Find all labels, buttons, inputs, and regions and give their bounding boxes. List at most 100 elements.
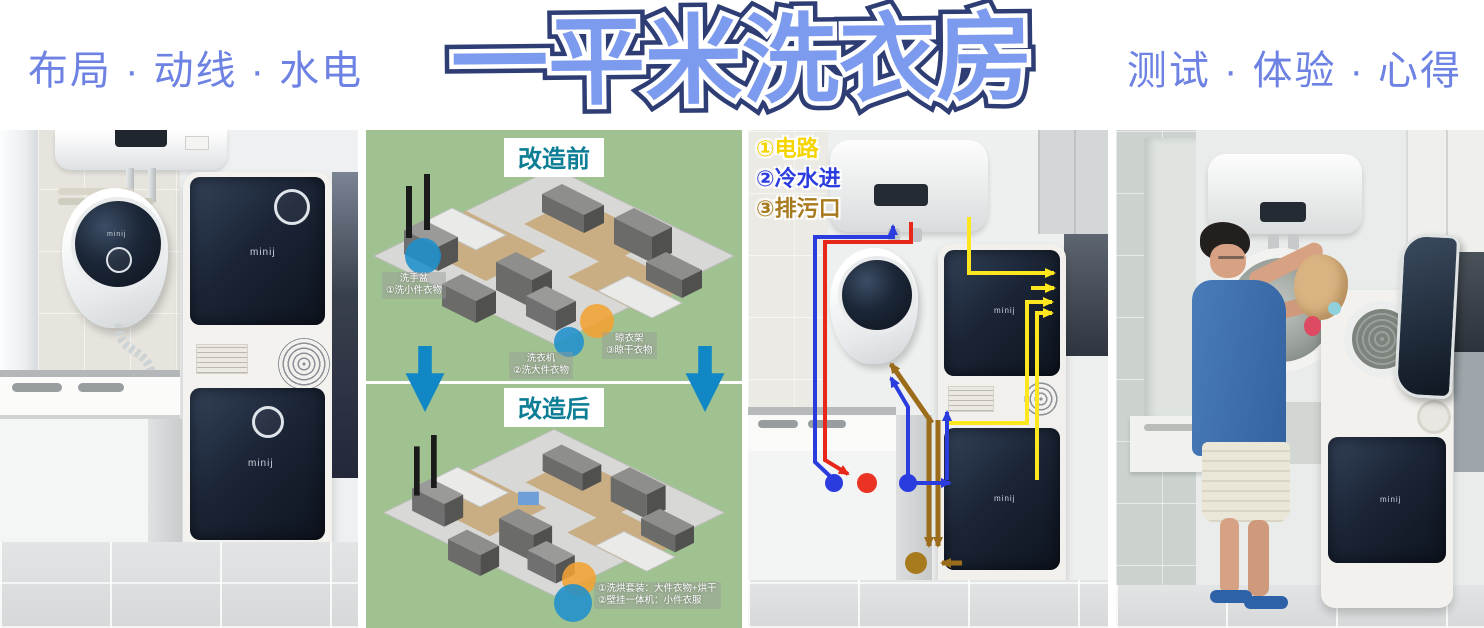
side-panel-lower xyxy=(1454,352,1484,472)
before-label: 改造前 xyxy=(504,138,604,177)
sink-title: 洗手盆 xyxy=(399,273,429,284)
legend-drain: ③排污口 xyxy=(756,196,841,221)
heater-display xyxy=(1260,202,1306,222)
photo-panel-person-loading: minij xyxy=(1116,130,1484,628)
side-mirror-panel xyxy=(1064,234,1108,356)
washer-dial xyxy=(252,406,284,438)
counter-drawers xyxy=(0,377,180,419)
sink-highlight xyxy=(405,238,441,274)
combo-highlight-blue xyxy=(554,584,592,622)
plumbing-annotated-panel: minij minij ①电路 ②冷水进 ③排污口 xyxy=(748,130,1108,628)
plumbing-legend: ①电路 ②冷水进 ③排污口 xyxy=(756,134,841,224)
washer-annotation: 洗衣机 ②洗大件衣物 xyxy=(509,352,574,379)
panel-row: minij minij minij xyxy=(0,130,1484,628)
person-leg xyxy=(1220,518,1239,594)
rack-title: 晾衣架 xyxy=(615,333,644,344)
heater-sticker xyxy=(185,136,209,150)
section-divider xyxy=(366,381,742,384)
vent-grille xyxy=(1024,382,1058,416)
rack-desc: ③晾干衣物 xyxy=(606,345,653,357)
heater-pipe xyxy=(126,168,134,202)
rack-highlight xyxy=(580,304,614,338)
washer-highlight xyxy=(554,327,584,357)
heater-valve xyxy=(1288,234,1299,250)
pipe-routing-overlay xyxy=(813,217,1056,574)
egg-washer-brand: minij xyxy=(107,231,127,238)
counter-drawers xyxy=(748,415,896,451)
counter-top-edge xyxy=(748,407,896,415)
sandal xyxy=(1244,596,1288,609)
counter-top-edge xyxy=(0,370,180,377)
furniture-blocks xyxy=(404,174,702,331)
stacked-washer-dryer: minij minij xyxy=(183,172,332,596)
furniture-blocks xyxy=(412,435,694,584)
egg-washer-dial xyxy=(106,247,132,273)
person-torso-shirt xyxy=(1192,280,1286,456)
washer-brand: minij xyxy=(994,494,1016,503)
cabinet-seam xyxy=(1446,130,1448,262)
left-cabinet xyxy=(0,130,38,374)
hot-water-line xyxy=(823,222,913,476)
hot-water-dot xyxy=(857,473,877,493)
side-mirror-panel xyxy=(1454,252,1484,352)
drawer-handle-slot xyxy=(12,383,62,392)
left-tagline: 布局 · 动线 · 水电 xyxy=(28,49,364,93)
renovation-diagram-panel: 改造前 洗手盆 ①洗小件衣物 晾衣架 ③晾干衣物 洗衣机 ②洗大件衣物 xyxy=(366,130,742,628)
down-arrow-icon xyxy=(405,346,445,413)
egg-washer-door-glass: minij xyxy=(71,197,165,291)
counter-side-panel xyxy=(148,419,182,547)
down-arrow-icon xyxy=(685,346,725,413)
photo-panel-stacked-washer: minij minij minij xyxy=(0,130,358,628)
circuit-lines xyxy=(945,217,1056,480)
after-label: 改造后 xyxy=(504,388,604,427)
sandal xyxy=(1210,590,1252,603)
under-counter-wall xyxy=(748,451,896,581)
cabinet-seam xyxy=(1074,130,1076,234)
water-heater xyxy=(830,140,988,232)
right-tagline: 测试 · 体验 · 心得 xyxy=(1126,49,1462,93)
detergent-cap xyxy=(1417,400,1451,434)
wall-mounted-egg-washer xyxy=(830,248,918,364)
drawer-handle-slot xyxy=(1144,424,1198,431)
floor-tiles xyxy=(748,580,1108,628)
heater-display xyxy=(115,130,167,147)
spec-label xyxy=(948,386,994,412)
person xyxy=(1186,218,1361,628)
cold-water-dot xyxy=(899,474,917,492)
heater-pipe xyxy=(148,168,156,202)
main-title: 一平米洗衣房 一平米洗衣房 一平米洗衣房 xyxy=(412,0,1072,128)
legend-cold-water: ②冷水进 xyxy=(756,166,841,191)
side-mirror-panel xyxy=(332,172,358,478)
glasses xyxy=(1218,256,1244,259)
person-face xyxy=(1210,244,1246,278)
drain-dot xyxy=(905,552,927,574)
cold-water-dot xyxy=(825,474,843,492)
dryer-dial xyxy=(274,189,310,225)
dryer-brand: minij xyxy=(250,247,276,258)
washer-brand: minij xyxy=(1380,495,1402,504)
washer-door: minij xyxy=(944,428,1060,570)
floor-tiles xyxy=(0,542,358,628)
after-line1: ①洗烘套装：大件衣物+烘干 xyxy=(598,583,717,594)
floorplan-after-illustration xyxy=(382,428,726,597)
drawer-handle-slot xyxy=(78,383,124,392)
legend-circuit: ①电路 xyxy=(756,136,819,161)
dryer-door: minij xyxy=(190,177,325,325)
water-heater xyxy=(55,130,227,170)
rack-annotation: 晾衣架 ③晾干衣物 xyxy=(602,332,657,359)
sink-desc: ①洗小件衣物 xyxy=(386,285,443,297)
vent-grille xyxy=(278,338,330,390)
water-heater xyxy=(1208,154,1362,234)
under-counter-wall xyxy=(0,419,152,545)
header: 布局 · 动线 · 水电 一平米洗衣房 一平米洗衣房 一平米洗衣房 测试 · 体… xyxy=(0,0,1484,130)
wall-niche xyxy=(1144,138,1196,422)
washer-brand: minij xyxy=(248,458,274,469)
washer-desc: ②洗大件衣物 xyxy=(513,365,570,377)
light-garment xyxy=(1328,302,1341,315)
main-title-fill: 一平米洗衣房 xyxy=(450,2,1034,119)
wall-mounted-egg-washer: minij xyxy=(62,188,168,328)
heater-display xyxy=(874,184,928,206)
after-annotation: ①洗烘套装：大件衣物+烘干 ②壁挂一体机：小件衣服 xyxy=(594,582,721,609)
heater-valve xyxy=(1268,234,1279,250)
spec-label xyxy=(196,344,248,374)
